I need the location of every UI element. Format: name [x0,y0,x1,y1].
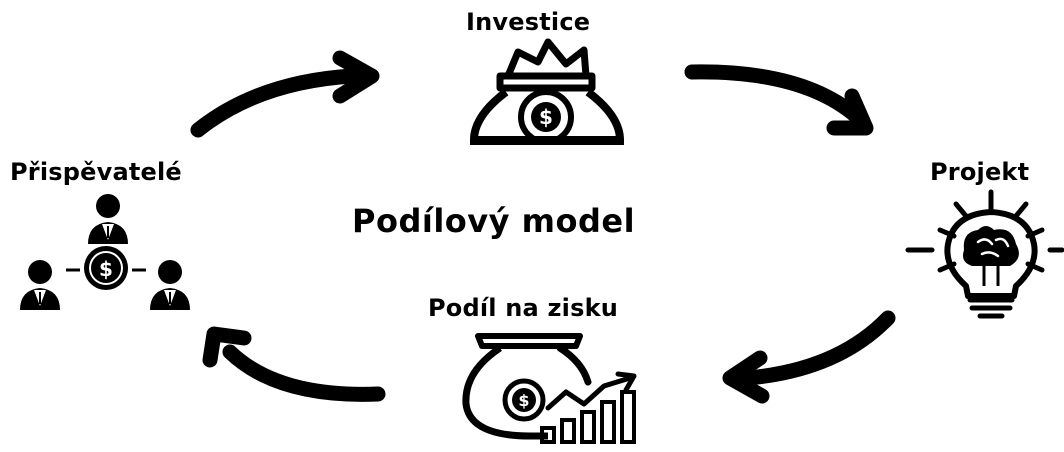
arrow-profit-share-to-contributors [202,326,386,402]
node-label-podil-na-zisku: Podíl na zisku [428,294,619,322]
person-icon [150,260,190,310]
svg-text:$: $ [539,105,553,129]
money-bag-icon: $ [470,38,624,145]
person-icon [88,194,128,244]
node-label-investice: Investice [466,8,591,36]
contributors-group-icon: $ [20,194,190,310]
node-label-prispevatele: Přispěvatelé [10,158,182,186]
money-bag-growth-chart-icon: $ [462,333,637,444]
dollar-coin-icon: $ [84,246,128,290]
svg-text:$: $ [518,391,529,410]
arrow-project-to-profit-share [722,310,896,404]
arrow-investment-to-project [684,64,874,136]
person-icon [20,260,60,310]
node-label-projekt: Projekt [930,158,1030,186]
svg-text:$: $ [99,257,113,281]
diagram-title: Podílový model [352,202,636,240]
arrow-contributors-to-investment [190,50,380,138]
lightbulb-brain-icon [905,189,1064,319]
